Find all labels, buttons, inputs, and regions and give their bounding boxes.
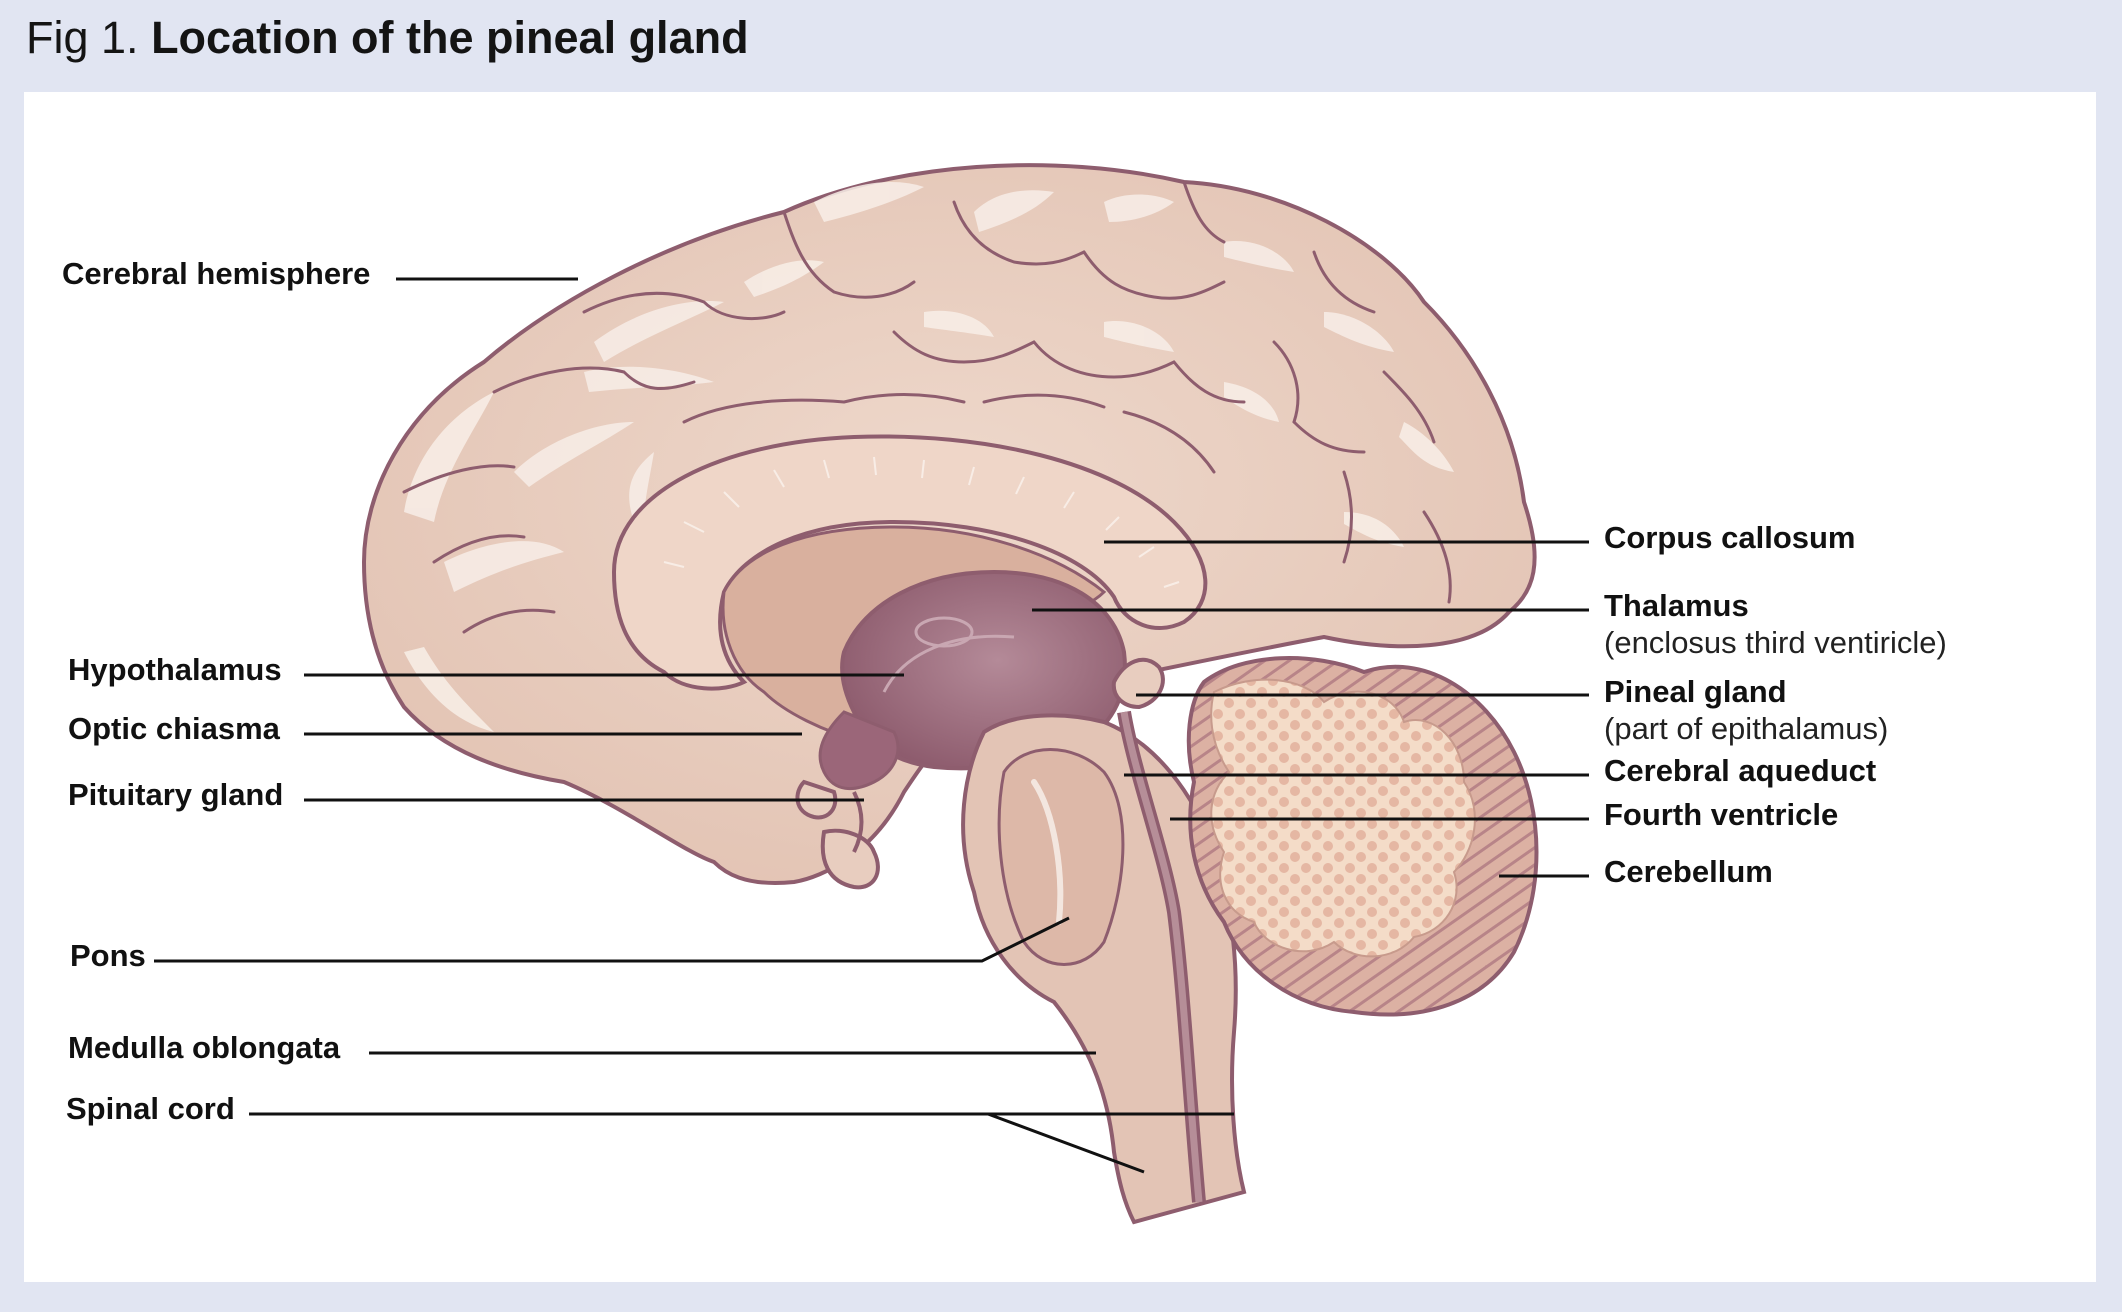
label-pineal-gland: Pineal gland bbox=[1604, 674, 1787, 709]
label-fourth-ventricle: Fourth ventricle bbox=[1604, 797, 1839, 832]
label-spinal-cord: Spinal cord bbox=[66, 1091, 235, 1126]
leader-lines bbox=[154, 277, 1589, 1174]
brain-illustration bbox=[154, 163, 1589, 1225]
label-cerebral-aqueduct: Cerebral aqueduct bbox=[1604, 753, 1877, 788]
label-medulla-oblongata: Medulla oblongata bbox=[68, 1030, 341, 1065]
sulci bbox=[402, 180, 1452, 634]
gyri-highlights bbox=[404, 182, 1454, 732]
corpus-callosum bbox=[611, 434, 1208, 691]
label-optic-chiasma: Optic chiasma bbox=[68, 711, 280, 746]
label-pineal-note: (part of epithalamus) bbox=[1604, 711, 1889, 746]
label-cerebral-hemisphere: Cerebral hemisphere bbox=[62, 256, 371, 291]
label-pituitary-gland: Pituitary gland bbox=[68, 777, 284, 812]
figure-title: Location of the pineal gland bbox=[151, 12, 749, 63]
label-cerebellum: Cerebellum bbox=[1604, 854, 1773, 889]
label-thalamus: Thalamus bbox=[1604, 588, 1749, 623]
figure-header: Fig 1. Location of the pineal gland bbox=[26, 6, 749, 86]
pituitary-gland bbox=[820, 828, 880, 890]
diagram-panel: Cerebral hemisphere Hypothalamus Optic c… bbox=[24, 92, 2096, 1282]
label-thalamus-note: (enclosus third ventiricle) bbox=[1604, 625, 1947, 660]
leader-pons bbox=[154, 916, 1070, 963]
label-pons: Pons bbox=[70, 938, 146, 973]
interthalamic-adhesion bbox=[914, 616, 974, 648]
figure-number: Fig 1. bbox=[26, 12, 139, 63]
label-corpus-callosum: Corpus callosum bbox=[1604, 520, 1856, 555]
label-hypothalamus: Hypothalamus bbox=[68, 652, 282, 687]
corpus-callosum-striations bbox=[663, 456, 1180, 588]
leader-spinal-cord-a bbox=[249, 1112, 1145, 1174]
hypothalamus bbox=[818, 710, 900, 791]
